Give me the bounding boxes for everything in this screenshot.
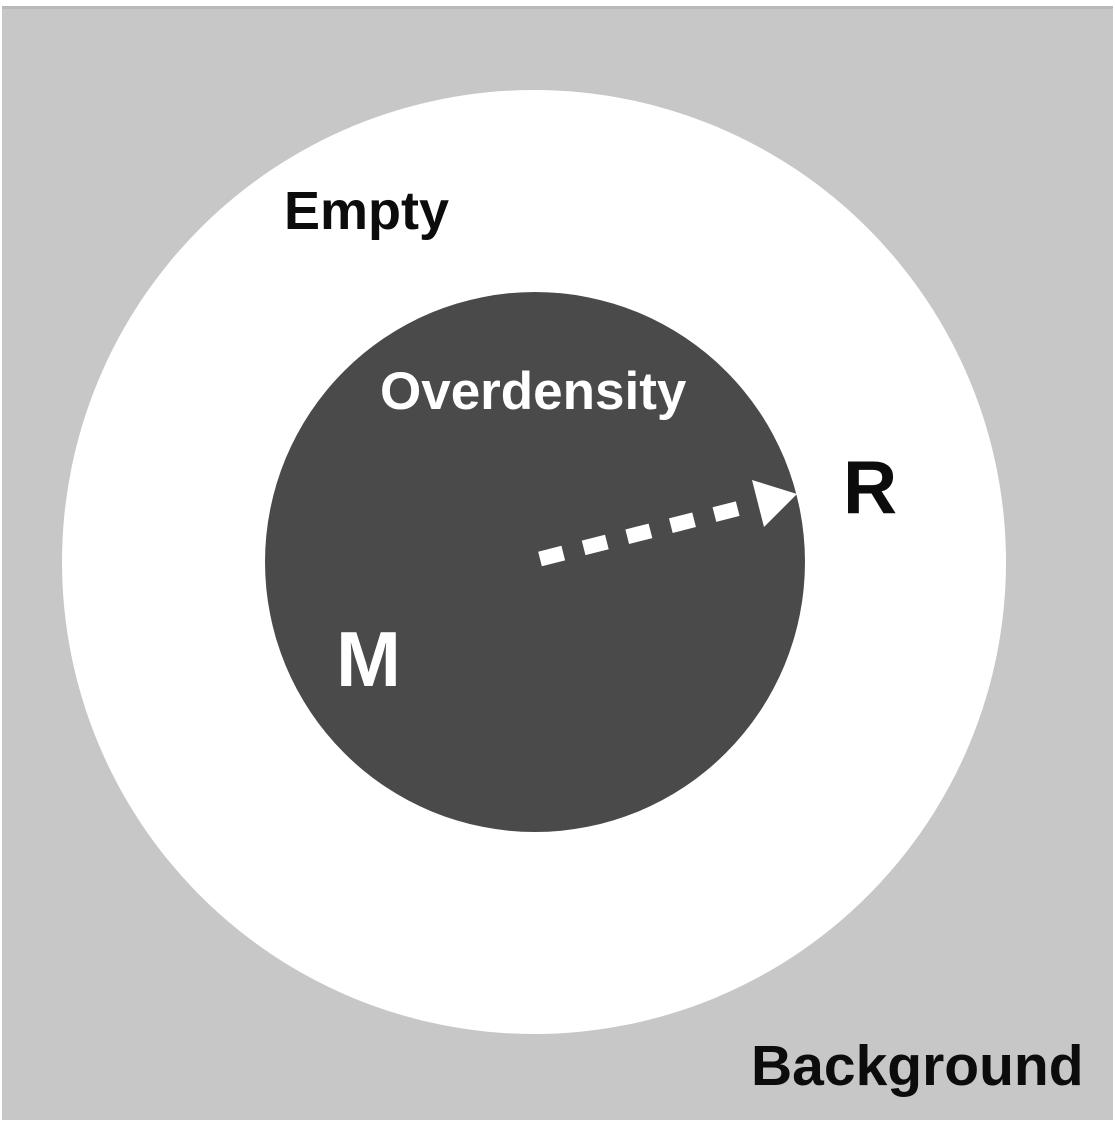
background-label: Background — [751, 1034, 1084, 1098]
overdensity-label: Overdensity — [380, 362, 687, 421]
mass-label: M — [336, 615, 401, 703]
empty-label: Empty — [284, 181, 450, 241]
radius-label: R — [843, 445, 898, 529]
